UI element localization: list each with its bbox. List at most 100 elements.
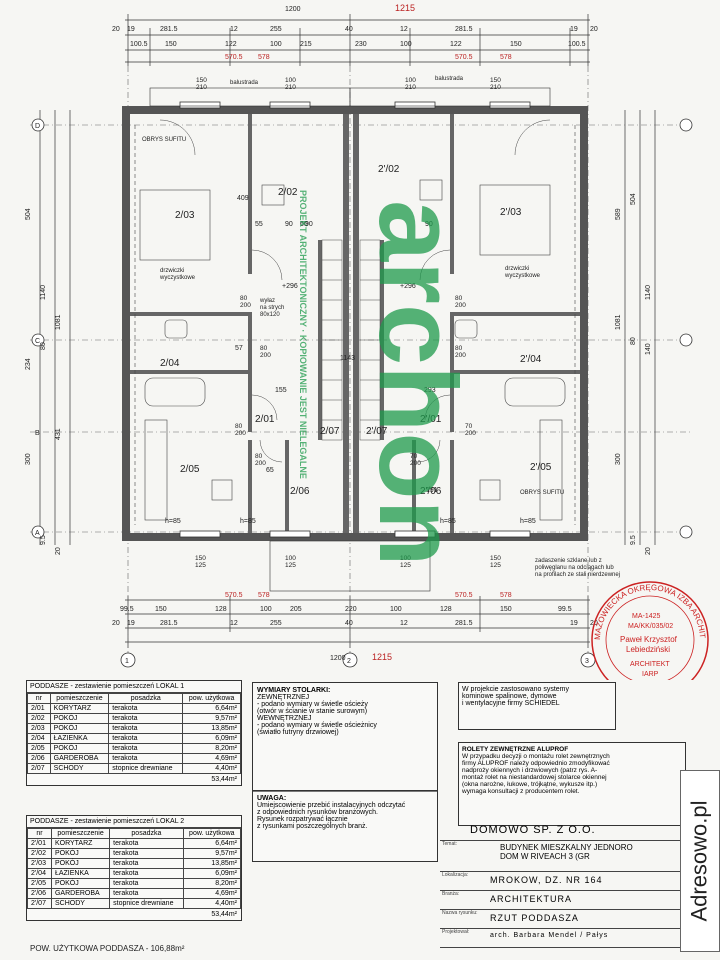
staircase-right: [359, 239, 381, 441]
table2-cell: 4,69m²: [182, 888, 242, 899]
axis-3: 3: [585, 658, 589, 665]
right-dim-2: 1140: [645, 285, 652, 300]
axis-1: 1: [125, 658, 129, 665]
misc-dim-10: 60: [300, 221, 308, 228]
right-dim-8: 20: [645, 547, 652, 555]
room-2p/02: 2'/02: [378, 164, 400, 175]
uwaga-3: Rysunek rozpatrywać łącznie: [257, 816, 348, 823]
table1-cell: terakota: [108, 723, 184, 734]
misc-dim-6: 65: [266, 467, 274, 474]
table1-cell: 2/03: [27, 723, 51, 734]
room-labels: 2/022/032/042/012/052/062/072'/022'/032'…: [160, 164, 552, 497]
top-dim-1-1: 19: [127, 26, 135, 33]
top-total-dimension: 1200: [285, 6, 301, 13]
bot-dim-3-1: 578: [258, 592, 270, 599]
top-dim-2-7: 122: [450, 41, 462, 48]
table2-cell: GARDEROBA: [50, 888, 111, 899]
right-dim-6: 300: [615, 453, 622, 465]
notes-uwaga-box: UWAGA: Umiejscowienie przebić instalacyj…: [252, 790, 438, 862]
room-2p/03: 2'/03: [500, 207, 522, 218]
top-dim-1-3: 12: [230, 26, 238, 33]
axis-2: 2: [347, 658, 351, 665]
table1-cell: 2/05: [27, 743, 51, 754]
left-dim-0: 504: [25, 208, 32, 220]
bot-dim-3-2: 570.5: [455, 592, 473, 599]
table2-cell: 9,57m²: [182, 848, 242, 859]
misc-dim-4: 57: [235, 345, 243, 352]
top-dim-3-0: 570.5: [225, 54, 243, 61]
tb-temat-row: Temat: BUDYNEK MIESZKALNY JEDNORO DOM W …: [440, 840, 680, 872]
table2-cell: terakota: [109, 888, 184, 899]
bot-dim-2-6: 12: [400, 620, 408, 627]
table2-header-3: pow. użytkowa: [182, 828, 242, 839]
company-name: DOMOWO SP. Z O.O.: [470, 824, 596, 836]
top-total-dimension-handwritten: 1215: [395, 3, 415, 13]
misc-dim-5: 155: [275, 387, 287, 394]
table2-cell: 4,40m²: [182, 898, 242, 909]
tb-temat-1: BUDYNEK MIESZKALNY JEDNORO: [500, 843, 633, 852]
rolety-title: ROLETY ZEWNĘTRZNE ALUPROF: [462, 746, 569, 753]
table2-cell: POKÓJ: [50, 878, 111, 889]
room-2p/05: 2'/05: [530, 462, 552, 473]
room-table-lokal-1: PODDASZE - zestawienie pomieszczeń LOKAL…: [26, 680, 242, 786]
rolety-6: wymaga konsultacji z producentem rolet.: [462, 788, 580, 795]
table1-cell: 4,69m²: [182, 753, 241, 764]
tb-rys-row: Nazwa rysunku: RZUT PODDASZA: [440, 910, 680, 929]
tb-branza-value: ARCHITEKTURA: [490, 894, 573, 904]
table1-cell: 2/07: [27, 763, 51, 774]
bot-dim-1-5: 220: [345, 606, 357, 613]
attic-floor-plan: 1200 1215 1200 1215 OBRYS SUFITU OBRYS S…: [25, 3, 709, 680]
tb-lok-row: Lokalizacja: MROKOW, DZ. NR 164: [440, 872, 680, 891]
rolety-4: montaż rolet na niestandardowej stolarce…: [462, 774, 607, 781]
misc-dim-0: 409: [237, 195, 249, 202]
table2-cell: 6,09m²: [182, 868, 242, 879]
table1-header-3: pow. użytkowa: [182, 693, 241, 704]
wymiary-wew-2: (światło futryny drzwiowej): [257, 729, 339, 736]
left-dim-3: 234: [25, 358, 32, 370]
table1-cell: terakota: [108, 733, 184, 744]
tb-temat-2: DOM W RIVEACH 3 (GR: [500, 852, 590, 861]
room-2p/06: 2'/06: [420, 486, 442, 497]
axis-B: B: [35, 430, 40, 437]
table1-cell: terakota: [108, 753, 184, 764]
table2-total: 53,44m²: [211, 911, 237, 918]
tb-proj-label: Projektował:: [442, 929, 470, 935]
room-2p/07: 2'/07: [366, 426, 388, 437]
table2-header-0: nr: [27, 828, 52, 839]
table2-cell: SCHODY: [50, 898, 111, 909]
axis-D: D: [35, 123, 40, 130]
table1-cell: ŁAZIENKA: [49, 733, 110, 744]
bot-dim-2-8: 19: [570, 620, 578, 627]
wymiary-title: WYMIARY STOLARKI:: [257, 687, 331, 694]
schiedel-1: W projekcie zastosowano systemy: [462, 686, 569, 693]
right-dim-5: 140: [645, 343, 652, 355]
stamp-line3: Paweł Krzysztof: [620, 635, 678, 644]
table2-cell: 2'/01: [27, 838, 52, 849]
bot-dim-1-7: 128: [440, 606, 452, 613]
bottom-total-dimension-handwritten: 1215: [372, 652, 392, 662]
top-dim-1-5: 40: [345, 26, 353, 33]
height-0: +296: [282, 283, 298, 290]
table1-cell: terakota: [108, 713, 184, 724]
table2-cell: POKÓJ: [50, 848, 111, 859]
top-dim-2-1: 150: [165, 41, 177, 48]
axis-bubbles: [31, 118, 693, 668]
table2-cell: 2'/07: [27, 898, 52, 909]
tb-proj-value: arch. Barbara Mendel / Pałys: [490, 932, 609, 939]
